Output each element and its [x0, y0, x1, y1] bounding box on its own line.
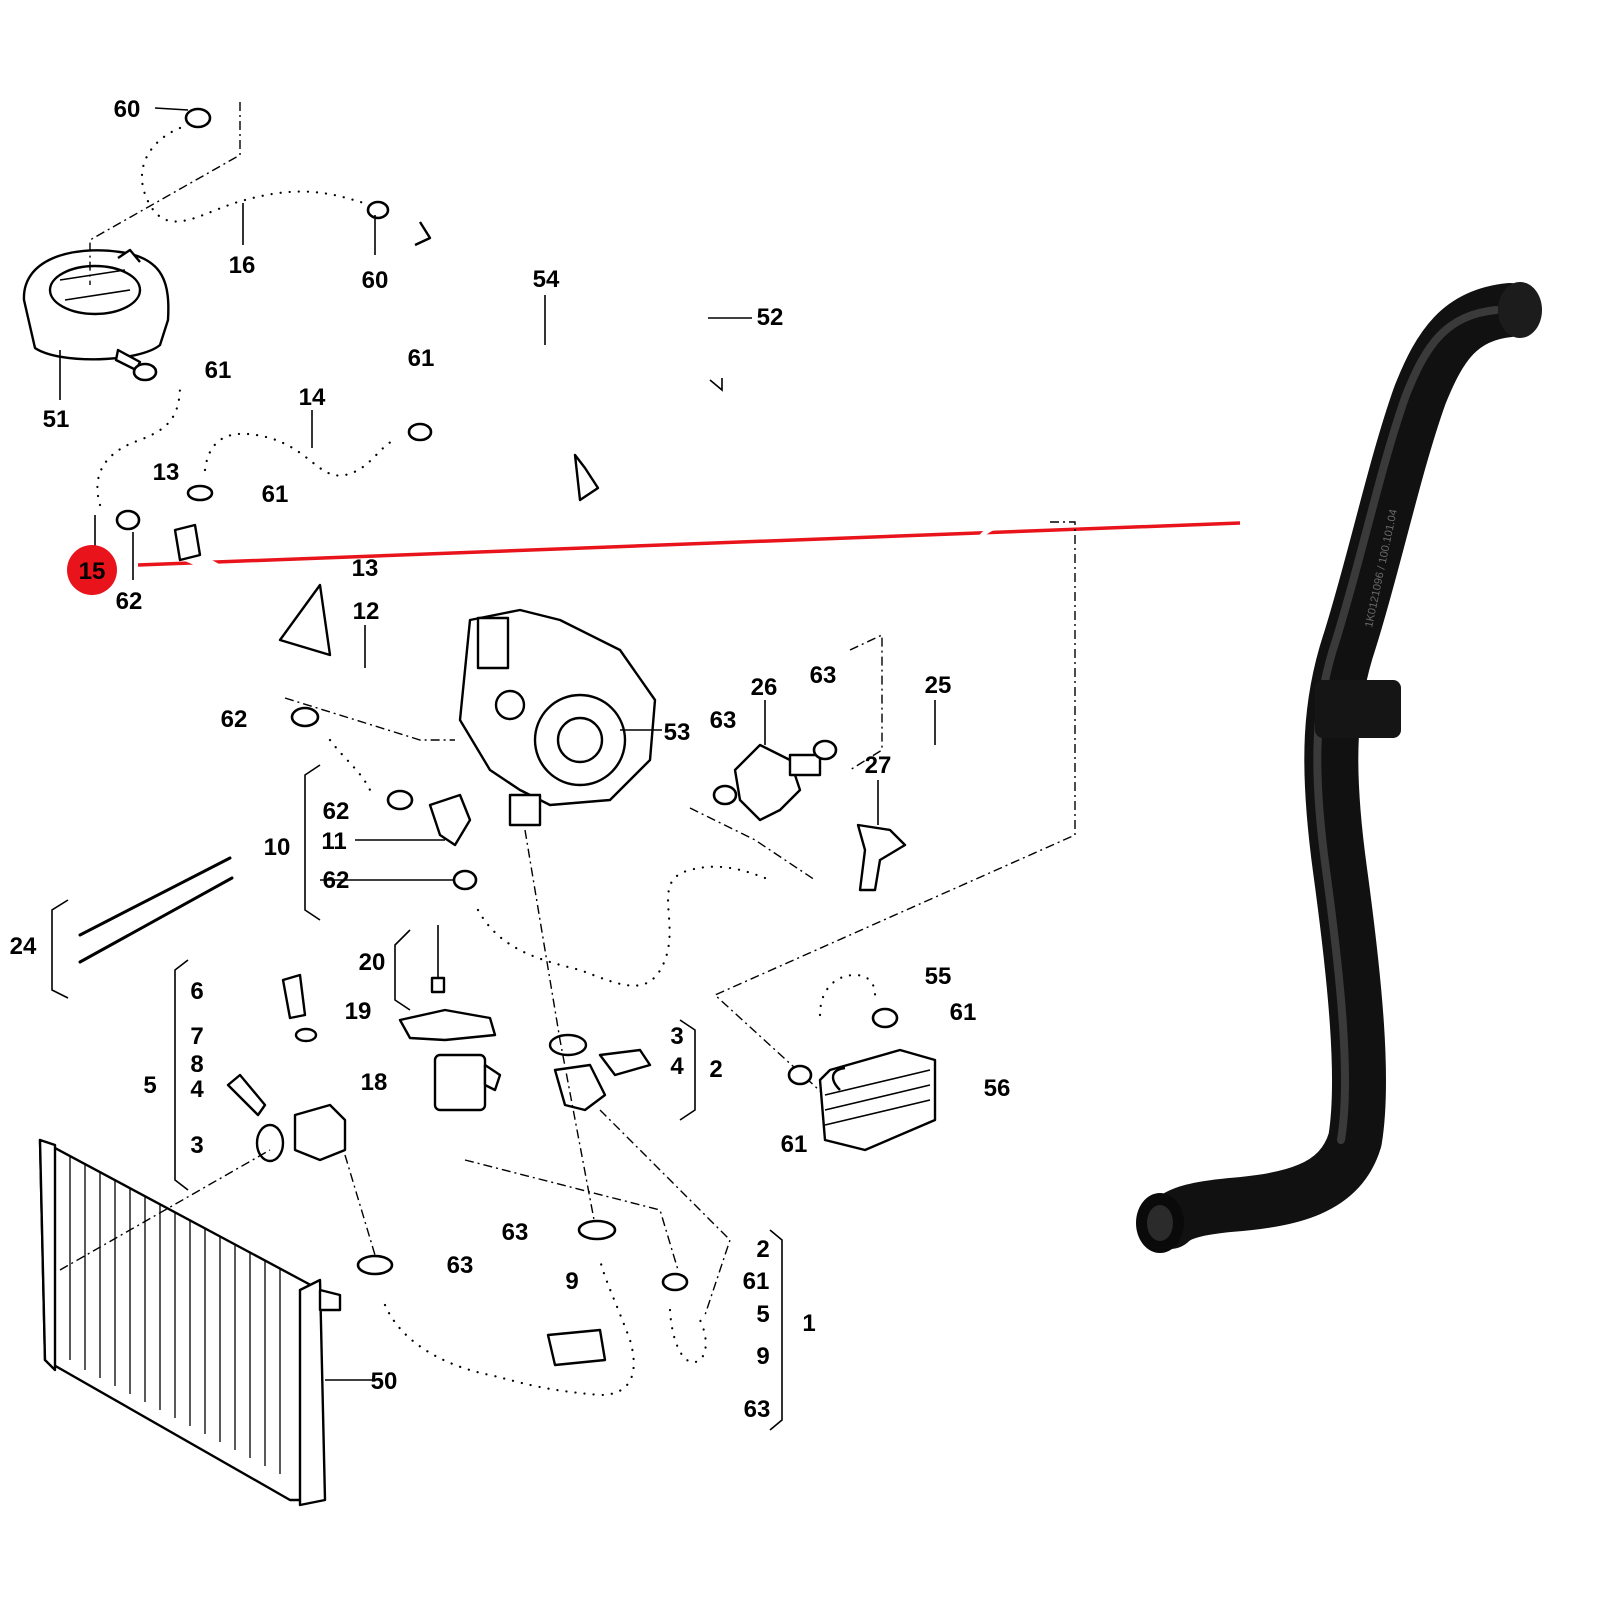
sensor-assembly — [226, 973, 347, 1163]
callout-52: 52 — [757, 304, 784, 331]
callout-16: 16 — [229, 252, 256, 279]
callout-62: 62 — [221, 706, 248, 733]
callout-62: 62 — [323, 867, 350, 894]
callout-60: 60 — [114, 96, 141, 123]
callout-20: 20 — [359, 949, 386, 976]
callout-5: 5 — [143, 1072, 156, 1099]
callout-3: 3 — [670, 1023, 683, 1050]
hose-product-photo: 1K0121096 / 100.101.04 — [1136, 282, 1542, 1253]
callout-61: 61 — [205, 357, 232, 384]
callout-62: 62 — [323, 798, 350, 825]
callout-7: 7 — [190, 1023, 203, 1050]
highlight-marker[interactable]: 15 — [67, 545, 117, 595]
callout-62: 62 — [116, 588, 143, 615]
highlight-leader-line — [137, 521, 1241, 567]
callout-4: 4 — [190, 1076, 204, 1103]
callout-61: 61 — [408, 345, 435, 372]
aux-pump — [398, 925, 502, 1112]
callout-61: 61 — [262, 481, 289, 508]
callout-25: 25 — [925, 672, 952, 699]
callout-50: 50 — [371, 1368, 398, 1395]
callout-6: 6 — [190, 978, 203, 1005]
callout-26: 26 — [751, 674, 778, 701]
callout-13: 13 — [352, 555, 379, 582]
diagram-body — [22, 102, 1076, 1507]
callout-55: 55 — [925, 963, 952, 990]
valve-assembly — [733, 700, 822, 822]
callout-19: 19 — [345, 998, 372, 1025]
callout-3: 3 — [190, 1132, 203, 1159]
callout-5: 5 — [756, 1301, 769, 1328]
callout-9: 9 — [565, 1268, 578, 1295]
callout-63: 63 — [710, 707, 737, 734]
callout-4: 4 — [670, 1053, 684, 1080]
callout-63: 63 — [744, 1396, 771, 1423]
radiator — [38, 1138, 372, 1507]
oil-cooler — [818, 1048, 937, 1152]
callout-63: 63 — [447, 1252, 474, 1279]
callout-9: 9 — [756, 1343, 769, 1370]
callout-8: 8 — [190, 1051, 203, 1078]
callout-11: 11 — [321, 828, 346, 855]
callout-54: 54 — [533, 266, 560, 293]
callout-61: 61 — [950, 999, 977, 1026]
hose-clamps — [115, 107, 899, 1292]
callout-14: 14 — [299, 384, 326, 411]
expansion-tank — [22, 248, 170, 400]
callout-12: 12 — [353, 598, 380, 625]
callout-63: 63 — [810, 662, 837, 689]
callout-61: 61 — [781, 1131, 808, 1158]
callout-24: 24 — [10, 933, 37, 960]
callout-27: 27 — [865, 752, 892, 779]
callout-18: 18 — [361, 1069, 388, 1096]
callout-2: 2 — [709, 1056, 722, 1083]
callout-53: 53 — [664, 719, 691, 746]
callout-2: 2 — [756, 1236, 769, 1263]
highlight-circle — [67, 545, 117, 595]
callout-13: 13 — [153, 459, 180, 486]
highlight-label: 15 — [79, 558, 106, 585]
callout-61: 61 — [743, 1268, 770, 1295]
callout-1: 1 — [802, 1310, 815, 1337]
pump-housing — [458, 608, 662, 827]
callout-51: 51 — [43, 406, 70, 433]
callout-60: 60 — [362, 267, 389, 294]
callout-10: 10 — [264, 834, 291, 861]
callout-63: 63 — [502, 1219, 529, 1246]
callout-56: 56 — [984, 1075, 1011, 1102]
